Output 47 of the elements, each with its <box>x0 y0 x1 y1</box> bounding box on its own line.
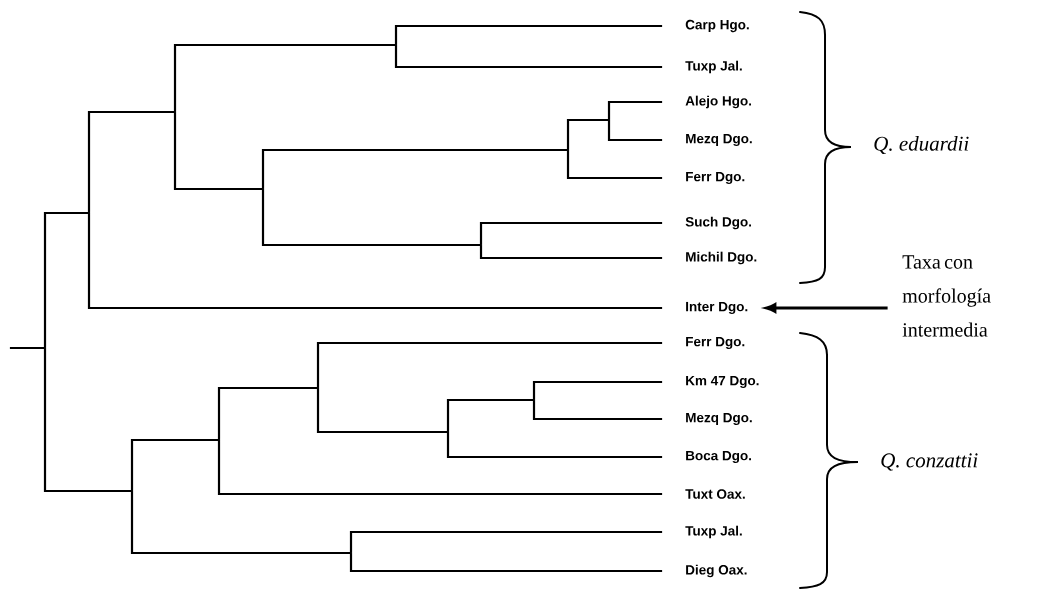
tree-branch <box>173 112 263 191</box>
species-label: Q. conzattii <box>881 453 978 471</box>
tree-branch <box>261 189 481 247</box>
taxon-label: Carp Hgo. <box>685 19 749 33</box>
tree-branch <box>532 400 663 421</box>
taxon-label: Dieg Oax. <box>686 564 747 578</box>
tree-branch <box>130 438 219 491</box>
tree-branch <box>173 43 396 112</box>
taxon-label: Mezq Dgo. <box>686 412 752 426</box>
tree-branch <box>87 110 175 213</box>
tree-branch <box>607 100 663 120</box>
tree-branch <box>607 120 663 142</box>
tree-branch <box>349 553 663 573</box>
taxon-label: Alejo Hgo. <box>685 95 751 109</box>
tree-branch <box>43 211 89 348</box>
tree-branch <box>532 380 663 400</box>
tree-branch <box>217 386 318 440</box>
tree-branch <box>446 398 534 432</box>
tree-branch <box>394 45 663 69</box>
species-label: Q. eduardii <box>874 136 969 154</box>
tree-branch <box>316 341 663 388</box>
tree-branch <box>479 245 663 260</box>
taxon-label: Such Dgo. <box>685 216 751 230</box>
taxon-label: Inter Dgo. <box>686 301 748 315</box>
tree-branch <box>479 221 663 245</box>
tree-branch <box>566 150 663 180</box>
tree-branch <box>566 118 609 150</box>
taxon-label: Boca Dgo. <box>686 450 751 464</box>
taxon-label: Tuxt Oax. <box>685 489 745 499</box>
taxon-label: Ferr Dgo. <box>686 336 745 350</box>
tree-branch <box>9 346 45 350</box>
tree-branch <box>217 440 663 496</box>
taxon-label: Michil Dgo. <box>686 251 757 265</box>
tree-branch <box>316 388 448 434</box>
tree-branch <box>394 24 663 45</box>
tree-branch <box>446 432 663 459</box>
taxon-label: Tuxp Jal. <box>685 60 742 74</box>
taxon-label: Km 47 Dgo. <box>686 375 759 389</box>
taxon-label: Tuxp Jal. <box>685 525 742 539</box>
tree-branch <box>349 530 663 553</box>
annotation-text: Taxa con morfología intermedia <box>902 255 991 337</box>
tree-branch <box>87 213 663 310</box>
tree-branch <box>261 148 568 189</box>
taxon-label: Mezq Dgo. <box>686 133 752 147</box>
tree-branch <box>130 491 351 555</box>
tree-branch <box>43 348 132 493</box>
taxon-label: Ferr Dgo. <box>686 171 745 185</box>
